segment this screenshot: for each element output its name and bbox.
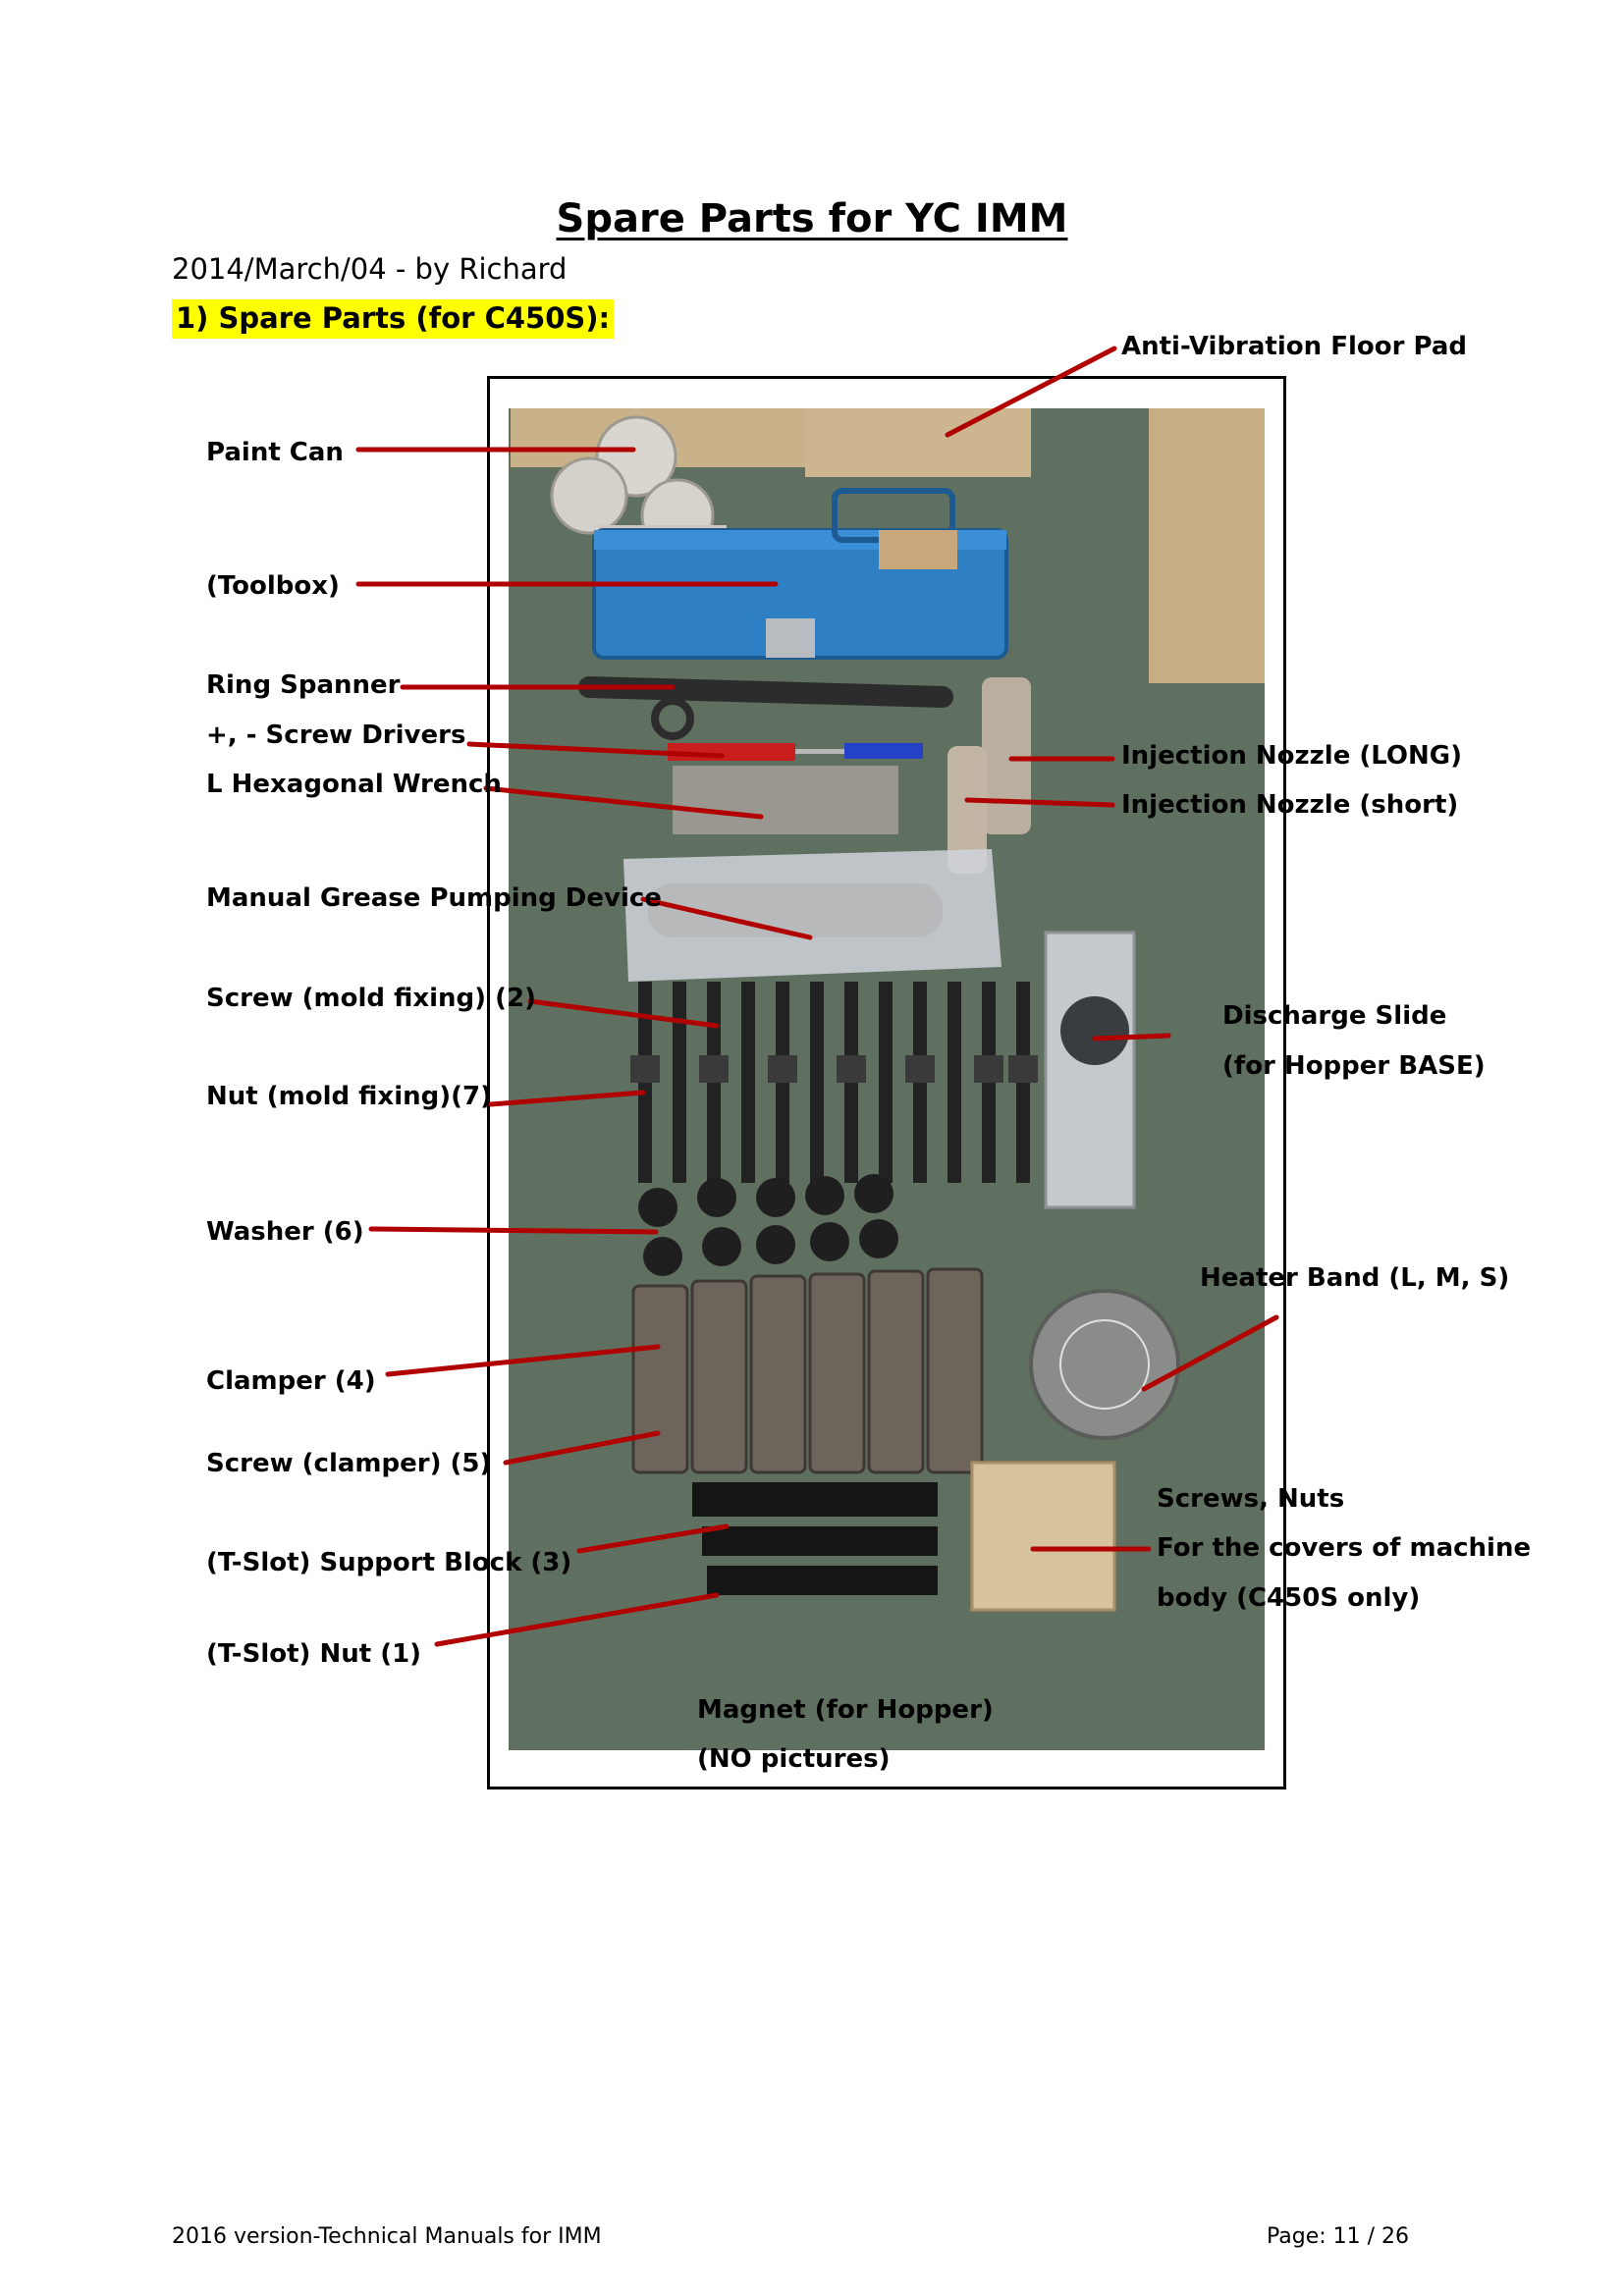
leader-hex-wrench <box>483 785 764 820</box>
leader-tslot-nut <box>434 1592 720 1647</box>
label-ring-spanner: Ring Spanner <box>206 670 401 700</box>
label-discharge-slide-sub: (for Hopper BASE) <box>1222 1051 1486 1081</box>
screws-nuts-box <box>970 1461 1116 1612</box>
label-t-slot-support-block: (T-Slot) Support Block (3) <box>206 1548 572 1577</box>
leader-clamper <box>385 1344 661 1377</box>
leader-screw-drivers <box>466 741 725 759</box>
discharge-slide-hole <box>1060 996 1129 1065</box>
label-toolbox: (Toolbox) <box>206 571 340 601</box>
author-date-line: 2014/March/04 - by Richard <box>172 252 568 286</box>
label-screws-nuts: Screws, Nuts <box>1157 1484 1345 1514</box>
label-grease-pumping-device: Manual Grease Pumping Device <box>206 883 662 913</box>
label-screw-drivers: +, - Screw Drivers <box>206 721 466 750</box>
injection-nozzle-long <box>982 677 1031 834</box>
paint-can-2 <box>550 456 628 535</box>
t-slot-blocks <box>692 1482 938 1595</box>
page-title: Spare Parts for YC IMM <box>556 196 1068 241</box>
label-t-slot-nut: (T-Slot) Nut (1) <box>206 1639 422 1669</box>
label-screw-mold-fixing: Screw (mold fixing) (2) <box>206 984 536 1013</box>
leader-support-block <box>576 1523 730 1554</box>
heater-band <box>1029 1289 1180 1440</box>
cardboard-box-right <box>1149 408 1265 683</box>
leader-heater-band <box>1141 1314 1279 1392</box>
leader-screw-clamper <box>503 1430 661 1466</box>
label-hex-wrench: L Hexagonal Wrench <box>206 770 502 799</box>
ring-spanner-end <box>651 697 694 740</box>
leader-nozzle-short <box>964 797 1115 808</box>
label-paint-can: Paint Can <box>206 438 344 467</box>
cardboard-box-top <box>805 408 1031 477</box>
label-discharge-slide: Discharge Slide <box>1222 1001 1447 1031</box>
label-screw-clamper: Screw (clamper) (5) <box>206 1449 492 1478</box>
mold-nuts <box>630 1055 1038 1083</box>
footer-page-number: Page: 11 / 26 <box>1267 2224 1410 2249</box>
label-anti-vibration-floor-pad: Anti-Vibration Floor Pad <box>1121 332 1467 361</box>
screwdriver-blue-handle <box>844 743 923 759</box>
discharge-slide <box>1044 931 1136 1209</box>
label-nut-mold-fixing: Nut (mold fixing)(7) <box>206 1082 492 1111</box>
washers <box>638 1174 898 1276</box>
toolbox-latch <box>766 618 815 658</box>
section-heading: 1) Spare Parts (for C450S): <box>172 299 615 339</box>
label-magnet: Magnet (for Hopper) <box>697 1695 994 1725</box>
label-screws-nuts-covers: For the covers of machine <box>1157 1533 1532 1563</box>
leader-discharge-slide <box>1092 1033 1171 1041</box>
footer-document-name: 2016 version-Technical Manuals for IMM <box>172 2224 602 2249</box>
leader-grease-device <box>640 896 813 940</box>
label-injection-nozzle-short: Injection Nozzle (short) <box>1121 790 1459 820</box>
label-magnet-no-pictures: (NO pictures) <box>697 1744 891 1774</box>
leader-anti-vibration <box>945 346 1117 438</box>
label-clamper: Clamper (4) <box>206 1366 376 1396</box>
injection-nozzle-short <box>947 746 987 874</box>
label-heater-band: Heater Band (L, M, S) <box>1200 1263 1510 1293</box>
toolbox-tag <box>879 530 957 569</box>
clampers <box>631 1267 984 1474</box>
leader-washer <box>368 1226 659 1235</box>
leader-screw-mold <box>527 998 720 1029</box>
label-washer: Washer (6) <box>206 1217 364 1247</box>
label-screws-nuts-body: body (C450S only) <box>1157 1583 1421 1613</box>
leader-nut-mold <box>488 1090 646 1107</box>
hex-wrench-set <box>673 766 898 834</box>
label-injection-nozzle-long: Injection Nozzle (LONG) <box>1121 741 1463 771</box>
heater-band-wires <box>1059 1319 1150 1410</box>
grease-gun <box>648 883 943 937</box>
